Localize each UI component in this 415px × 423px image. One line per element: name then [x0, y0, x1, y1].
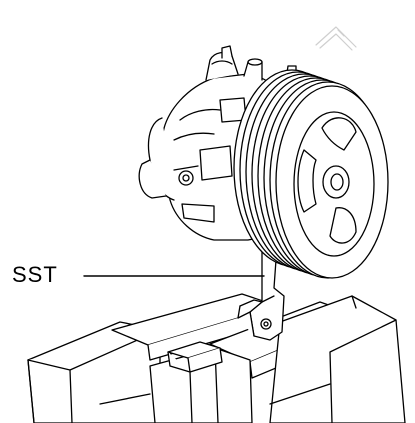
bench-vise [28, 294, 405, 423]
watermark-mark [316, 27, 356, 50]
sst-callout-label: SST [12, 262, 58, 287]
pulley [234, 70, 388, 278]
